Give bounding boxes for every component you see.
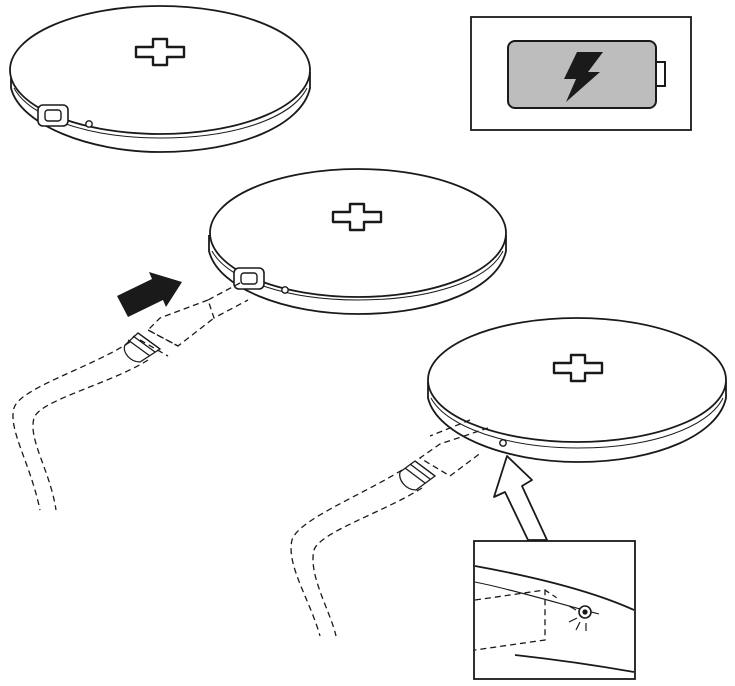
charger-plugging-cable [12,168,507,511]
charger-top-surface [209,168,507,298]
cable-ferrule [399,460,437,491]
usb-cable-dashed [290,419,489,637]
usb-port [37,104,69,127]
charger-top-surface [9,5,311,135]
led-indicator [85,120,93,128]
charger-standalone [9,5,311,153]
charger-connected-led-lit [290,317,727,680]
battery-status-panel [470,16,692,131]
led-indicator [499,439,507,447]
lightning-bolt-icon [564,52,603,102]
led-callout-arrow [493,455,548,541]
led-indicator [281,286,289,294]
led-closeup-callout [473,540,636,680]
usb-cable-dashed [12,282,249,511]
light-rays-icon [568,605,587,631]
usb-port [233,267,265,290]
battery-charging-icon [507,40,666,109]
insert-arrow-icon [117,272,182,317]
cable-ferrule [123,332,162,363]
